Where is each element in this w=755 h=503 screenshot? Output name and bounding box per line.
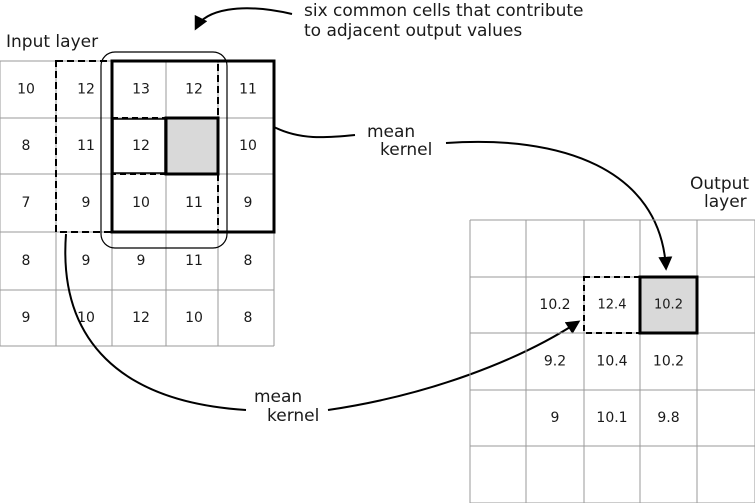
input-cell-value: 7 [22,195,31,211]
output-layer-title-line-1: Output [690,174,749,194]
output-cell-value: 9 [551,410,560,426]
shared-cells-outline [100,51,228,249]
input-cell-value: 12 [132,138,150,154]
input-cell-value: 10 [17,82,35,98]
input-cell-value: 11 [185,195,203,211]
input-cell-value: 8 [22,253,31,269]
output-cell-value: 10.2 [653,354,684,370]
output-grid [469,219,755,503]
highlighted-output-cell [638,275,699,335]
kernel-label-upper-line-2: kernel [380,140,432,160]
highlighted-input-cell [164,116,220,176]
kernel-label-lower-line-2: kernel [267,406,319,426]
kernel-arrow-upper-right [445,140,673,271]
input-cell-value: 11 [239,82,257,98]
center-cell-dashed [111,117,167,175]
input-cell-value: 12 [185,82,203,98]
output-cell-value: 9.8 [657,410,679,426]
input-cell-value: 13 [132,82,150,98]
input-cell-value: 11 [185,253,203,269]
annotation-arrow [194,7,293,31]
input-cell-value: 8 [22,138,31,154]
input-cell-value: 11 [77,138,95,154]
input-cell-value: 12 [77,82,95,98]
input-cell-value: 12 [132,310,150,326]
output-cell-value: 10.4 [596,354,627,370]
input-cell-value: 9 [244,195,253,211]
input-cell-value: 9 [22,310,31,326]
input-cell-value: 9 [137,253,146,269]
input-cell-value: 10 [185,310,203,326]
output-cell-value: 10.1 [596,410,627,426]
kernel-label-lower-line-1: mean [254,387,302,407]
kernel-arrow-upper-left [273,126,356,139]
output-cell-value: 10.2 [654,298,683,313]
output-layer-title-line-2: layer [704,192,747,212]
input-cell-value: 10 [239,138,257,154]
input-layer-title: Input layer [6,32,98,52]
output-cell-values: 10.2 12.4 10.2 9.2 10.4 10.2 9 10.1 9.8 [539,297,684,426]
annotation-line-2: to adjacent output values [304,21,522,41]
input-cell-value: 8 [244,310,253,326]
input-cell-value: 8 [244,253,253,269]
kernel-arrow-lower-left [64,233,247,411]
input-cell-value: 9 [82,195,91,211]
output-cell-value: 9.2 [544,354,566,370]
output-cell-value: 10.2 [539,297,570,313]
center-cell-solid [112,118,166,174]
input-cell-value: 10 [132,195,150,211]
input-cell-value: 9 [82,253,91,269]
kernel-arrow-lower-right [327,320,581,411]
annotation-line-1: six common cells that contribute [304,1,584,21]
kernel-label-upper-line-1: mean [367,122,415,142]
input-cell-value: 10 [77,310,95,326]
output-cell-value: 12.4 [598,298,627,313]
